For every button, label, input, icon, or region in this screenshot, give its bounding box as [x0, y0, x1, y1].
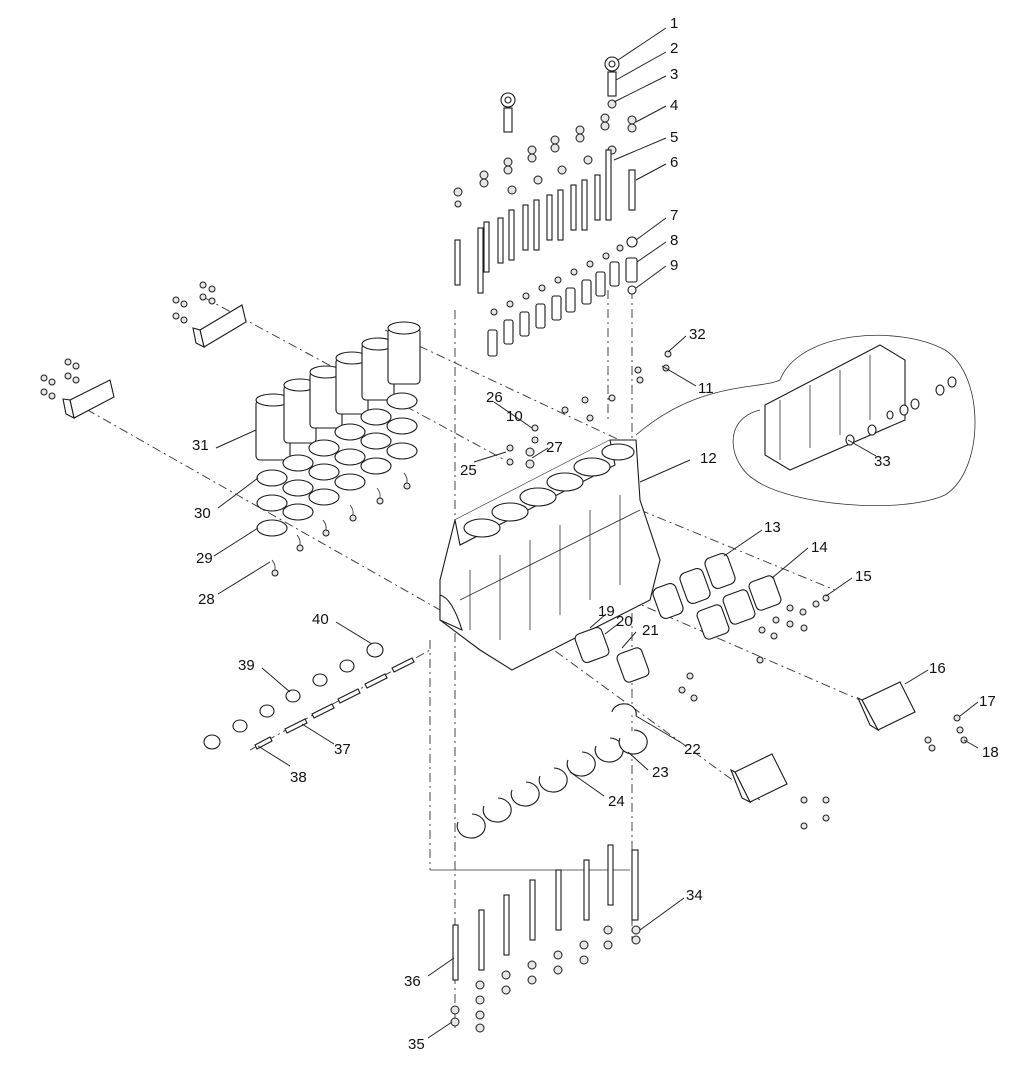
callout-22: 22 [684, 741, 701, 758]
callout-27: 27 [546, 439, 563, 456]
callout-17: 17 [979, 693, 996, 710]
callout-18: 18 [982, 744, 999, 761]
callout-15: 15 [855, 568, 872, 585]
callout-20: 20 [616, 613, 633, 630]
callout-21: 21 [642, 622, 659, 639]
callout-3: 3 [670, 66, 678, 83]
callout-31: 31 [192, 437, 209, 454]
mounting-brackets [729, 681, 968, 830]
side-covers [574, 553, 782, 683]
callout-6: 6 [670, 154, 678, 171]
callout-12: 12 [700, 450, 717, 467]
callout-16: 16 [929, 660, 946, 677]
cover-bolt-cluster [678, 594, 830, 702]
callout-5: 5 [670, 129, 678, 146]
engine-block [439, 439, 661, 671]
sleeve-rows [487, 236, 638, 357]
callout-11: 11 [698, 380, 714, 397]
bearing-shells [456, 703, 648, 839]
callout-2: 2 [670, 40, 678, 57]
callout-29: 29 [196, 550, 213, 567]
callout-40: 40 [312, 611, 329, 628]
callout-8: 8 [670, 232, 678, 249]
detail-inset [635, 334, 976, 506]
callout-25: 25 [460, 462, 477, 479]
camshaft-bushings [203, 642, 415, 750]
callout-4: 4 [670, 97, 678, 114]
callout-23: 23 [652, 764, 669, 781]
left-brackets [40, 281, 247, 420]
head-bolt-set [453, 56, 637, 294]
seal-rings [256, 392, 418, 537]
callout-32: 32 [689, 326, 706, 343]
callout-36: 36 [404, 973, 421, 990]
callout-30: 30 [194, 505, 211, 522]
cylinder-liners [255, 321, 421, 461]
callout-1: 1 [670, 15, 678, 32]
callout-14: 14 [811, 539, 828, 556]
callout-33: 33 [874, 453, 891, 470]
callout-26: 26 [486, 389, 503, 406]
callout-34: 34 [686, 887, 703, 904]
main-bearing-bolts [450, 844, 641, 1033]
callout-9: 9 [670, 257, 678, 274]
callout-37: 37 [334, 741, 351, 758]
callout-labels: 1 2 3 4 5 6 7 8 9 10 11 12 13 14 15 16 1… [192, 15, 999, 1053]
callout-35: 35 [408, 1036, 425, 1053]
callout-39: 39 [238, 657, 255, 674]
callout-19: 19 [598, 603, 615, 620]
callout-13: 13 [764, 519, 781, 536]
callout-7: 7 [670, 207, 678, 224]
small-fittings [506, 350, 672, 469]
leader-lines [213, 27, 979, 1039]
callout-10: 10 [506, 408, 523, 425]
assembly-axis-lines [69, 290, 861, 1030]
oil-jets [271, 472, 411, 577]
callout-38: 38 [290, 769, 307, 786]
callout-28: 28 [198, 591, 215, 608]
callout-24: 24 [608, 793, 625, 810]
